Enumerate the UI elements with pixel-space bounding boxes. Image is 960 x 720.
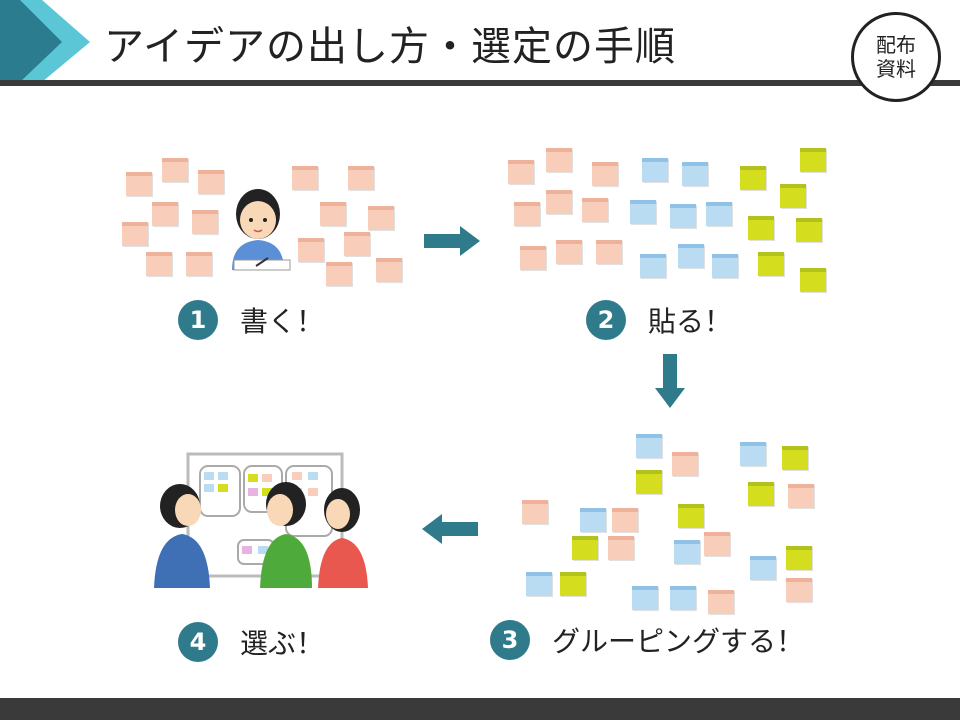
sticky-note xyxy=(670,586,696,610)
step-number-badge: 3 xyxy=(490,620,530,660)
sticky-note xyxy=(748,482,774,506)
sticky-note xyxy=(670,204,696,228)
sticky-note xyxy=(758,252,784,276)
arrow-left-icon xyxy=(422,514,478,544)
sticky-note xyxy=(748,216,774,240)
sticky-note xyxy=(520,246,546,270)
sticky-note xyxy=(630,200,656,224)
sticky-note xyxy=(682,162,708,186)
sticky-note xyxy=(750,556,776,580)
team-selecting-icon xyxy=(154,452,368,588)
sticky-note xyxy=(632,586,658,610)
handout-badge: 配布 資料 xyxy=(851,12,941,102)
sticky-note xyxy=(326,262,352,286)
sticky-note xyxy=(786,578,812,602)
sticky-note xyxy=(572,536,598,560)
arrow-down-icon xyxy=(655,354,685,408)
sticky-note xyxy=(706,202,732,226)
sticky-note xyxy=(708,590,734,614)
title-chevron-icon xyxy=(0,0,90,82)
sticky-note xyxy=(674,540,700,564)
arrow-right-icon xyxy=(424,226,480,256)
sticky-note xyxy=(704,532,730,556)
sticky-note xyxy=(612,508,638,532)
step-2: 2 貼る！ xyxy=(586,300,732,340)
step-label: 書く！ xyxy=(240,305,325,338)
sticky-note xyxy=(640,254,666,278)
sticky-note xyxy=(320,202,346,226)
sticky-note xyxy=(186,252,212,276)
sticky-note xyxy=(348,166,374,190)
sticky-note xyxy=(678,504,704,528)
sticky-note xyxy=(678,244,704,268)
step-4: 4 選ぶ！ xyxy=(178,622,324,662)
step-label: 選ぶ！ xyxy=(240,627,325,660)
sticky-note xyxy=(580,508,606,532)
step-3: 3 グルーピングする！ xyxy=(490,620,804,660)
sticky-note xyxy=(292,166,318,190)
page-title: アイデアの出し方・選定の手順 xyxy=(104,24,676,70)
sticky-note xyxy=(800,268,826,292)
sticky-note xyxy=(376,258,402,282)
sticky-note xyxy=(672,452,698,476)
sticky-note xyxy=(198,170,224,194)
sticky-note xyxy=(560,572,586,596)
sticky-note xyxy=(192,210,218,234)
step-label: 貼る！ xyxy=(648,305,733,338)
sticky-note xyxy=(782,446,808,470)
sticky-note xyxy=(152,202,178,226)
sticky-note xyxy=(522,500,548,524)
sticky-note xyxy=(796,218,822,242)
sticky-note xyxy=(740,442,766,466)
sticky-note xyxy=(712,254,738,278)
sticky-note xyxy=(126,172,152,196)
sticky-note xyxy=(122,222,148,246)
step-number-badge: 1 xyxy=(178,300,218,340)
sticky-note xyxy=(546,148,572,172)
step-number-badge: 4 xyxy=(178,622,218,662)
sticky-note xyxy=(608,536,634,560)
sticky-note xyxy=(642,158,668,182)
sticky-note xyxy=(596,240,622,264)
step-label: グルーピングする！ xyxy=(552,625,805,658)
handout-label-line2: 資料 xyxy=(876,57,916,81)
person-writing-icon xyxy=(232,189,291,271)
sticky-note xyxy=(780,184,806,208)
sticky-note xyxy=(344,232,370,256)
sticky-note xyxy=(788,484,814,508)
sticky-note xyxy=(526,572,552,596)
sticky-note xyxy=(514,202,540,226)
sticky-note xyxy=(556,240,582,264)
sticky-note xyxy=(800,148,826,172)
sticky-note xyxy=(546,190,572,214)
sticky-note xyxy=(740,166,766,190)
sticky-note xyxy=(146,252,172,276)
sticky-note xyxy=(298,238,324,262)
sticky-note xyxy=(636,470,662,494)
handout-label-line1: 配布 xyxy=(876,33,916,57)
step-number-badge: 2 xyxy=(586,300,626,340)
sticky-note xyxy=(786,546,812,570)
step-1: 1 書く！ xyxy=(178,300,324,340)
title-divider xyxy=(0,80,960,86)
sticky-note xyxy=(508,160,534,184)
footer-bar xyxy=(0,698,960,720)
sticky-note xyxy=(636,434,662,458)
sticky-note xyxy=(162,158,188,182)
sticky-note xyxy=(582,198,608,222)
sticky-note xyxy=(592,162,618,186)
sticky-note xyxy=(368,206,394,230)
